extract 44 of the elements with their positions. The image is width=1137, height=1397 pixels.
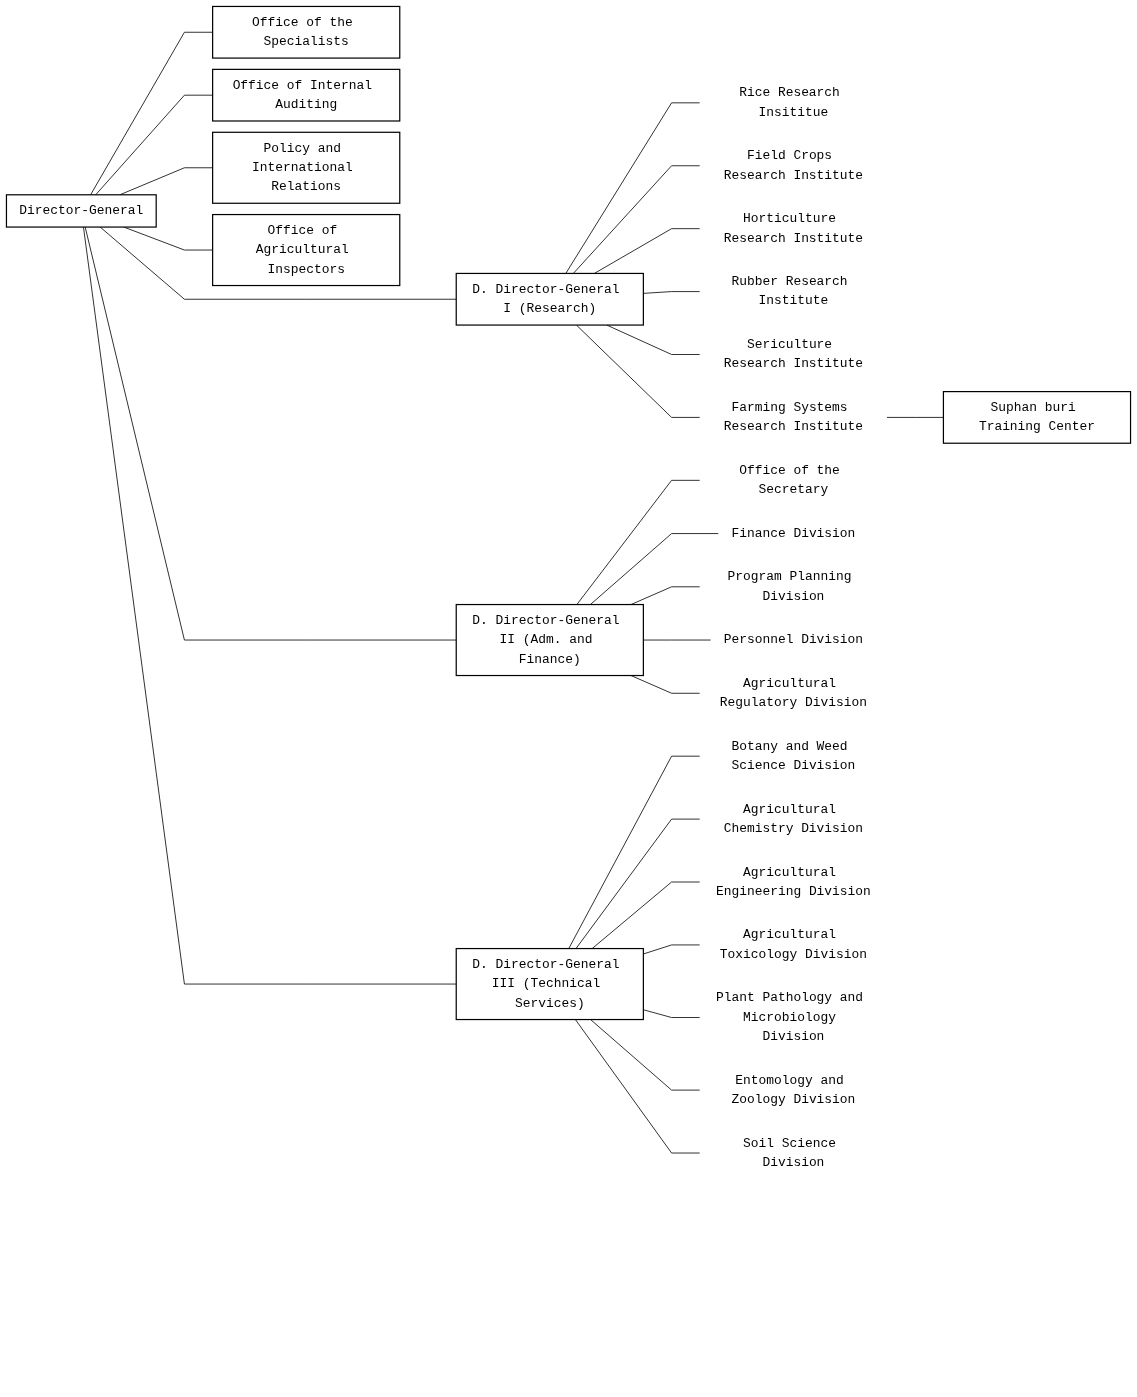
node-box: Office of Agricultural Inspectors [212, 213, 401, 287]
node-text: Rice Research Insititue [739, 85, 840, 120]
connector [630, 586, 701, 605]
node-text: Personnel Division [723, 632, 864, 648]
connector [84, 226, 457, 641]
connector [575, 818, 701, 949]
node-box: Office of the Specialists [212, 5, 401, 59]
node-text: Field Crops Research Institute [723, 148, 864, 183]
node-box: D. Director-General III (Technical Services) [455, 947, 644, 1021]
node-text: Farming Systems Research Institute [723, 400, 864, 435]
node-text: Sericulture Research Institute [723, 337, 864, 372]
connector [576, 324, 701, 418]
node-text: Entomology and Zoology Division [731, 1073, 856, 1108]
connector [593, 228, 701, 274]
node-text: Soil Science Division [743, 1136, 836, 1170]
node-text: Rubber Research Institute [731, 274, 848, 309]
connector [568, 755, 701, 949]
node-text: Office of the Secretary [739, 463, 840, 498]
node-box: Office of Internal Auditing [212, 68, 401, 122]
connector [565, 102, 701, 274]
connector [886, 417, 944, 418]
connector [572, 165, 701, 274]
node-box: Policy and International Relations [212, 131, 401, 204]
connector [83, 226, 457, 985]
node-text: Finance Division [731, 526, 856, 541]
node-box: Suphan buri Training Center [942, 391, 1132, 444]
connector [99, 226, 457, 300]
connector [576, 479, 701, 605]
connector [591, 881, 701, 949]
node-text: Agricultural Regulatory Division [719, 676, 867, 711]
node-text: Agricultural Toxicology Division [719, 927, 867, 962]
connector [590, 1019, 701, 1091]
node-text: Botany and Weed Science Division [731, 739, 856, 774]
node-text: Agricultural Engineering Division [715, 865, 871, 899]
node-box: D. Director-General I (Research) [455, 272, 644, 326]
connector [574, 1019, 701, 1154]
node-text: Horticulture Research Institute [723, 211, 864, 246]
connector [630, 675, 701, 694]
connector [590, 533, 719, 605]
node-text: Program Planning Division [727, 569, 852, 604]
node-text: Agricultural Chemistry Division [723, 802, 864, 837]
node-box: Director-General [5, 194, 157, 228]
node-text: Plant Pathology and Microbiology Division [715, 990, 864, 1045]
node-box: D. Director-General II (Adm. and Finance) [455, 603, 644, 677]
